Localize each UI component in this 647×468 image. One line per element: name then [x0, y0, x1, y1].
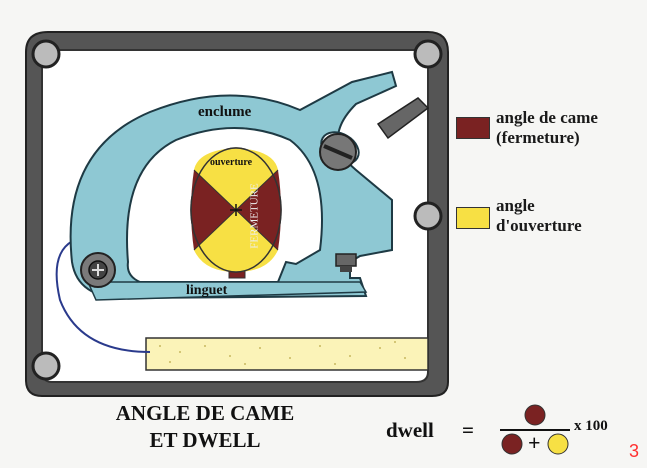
- title-line2: ET DWELL: [149, 428, 261, 452]
- legend-opening-line1: angle: [496, 196, 535, 215]
- formula-plus: +: [528, 430, 541, 455]
- formula-equals: =: [462, 418, 474, 442]
- page-number: 3: [628, 441, 639, 461]
- title-line1: ANGLE DE CAME: [115, 401, 295, 425]
- legend-swatch-opening: [456, 207, 490, 229]
- legend-closing-line1: angle de came: [496, 108, 598, 127]
- legend-swatch-closing: [456, 117, 490, 139]
- corner-screws: [31, 39, 443, 381]
- formula-lhs: dwell: [386, 418, 434, 442]
- legend-opening: angle d'ouverture: [496, 196, 582, 236]
- legend-closing-line2: (fermeture): [496, 128, 580, 147]
- diagram-title: ANGLE DE CAME ET DWELL: [60, 400, 350, 454]
- label-ouverture: ouverture: [210, 157, 253, 168]
- legend-closing: angle de came (fermeture): [496, 108, 598, 148]
- contact-spring: [86, 281, 368, 301]
- label-linguet: linguet: [186, 283, 228, 298]
- base-plate: [145, 337, 429, 371]
- label-fermeture: FERMETURE: [248, 183, 261, 249]
- label-enclume: enclume: [198, 104, 252, 120]
- contact-point: [335, 253, 357, 267]
- formula-multiplier: x 100: [574, 418, 608, 434]
- legend-opening-line2: d'ouverture: [496, 216, 582, 235]
- plate-dots: [159, 341, 406, 365]
- formula-circles: [500, 404, 570, 455]
- cam: [190, 147, 282, 273]
- side-lever: [376, 97, 430, 140]
